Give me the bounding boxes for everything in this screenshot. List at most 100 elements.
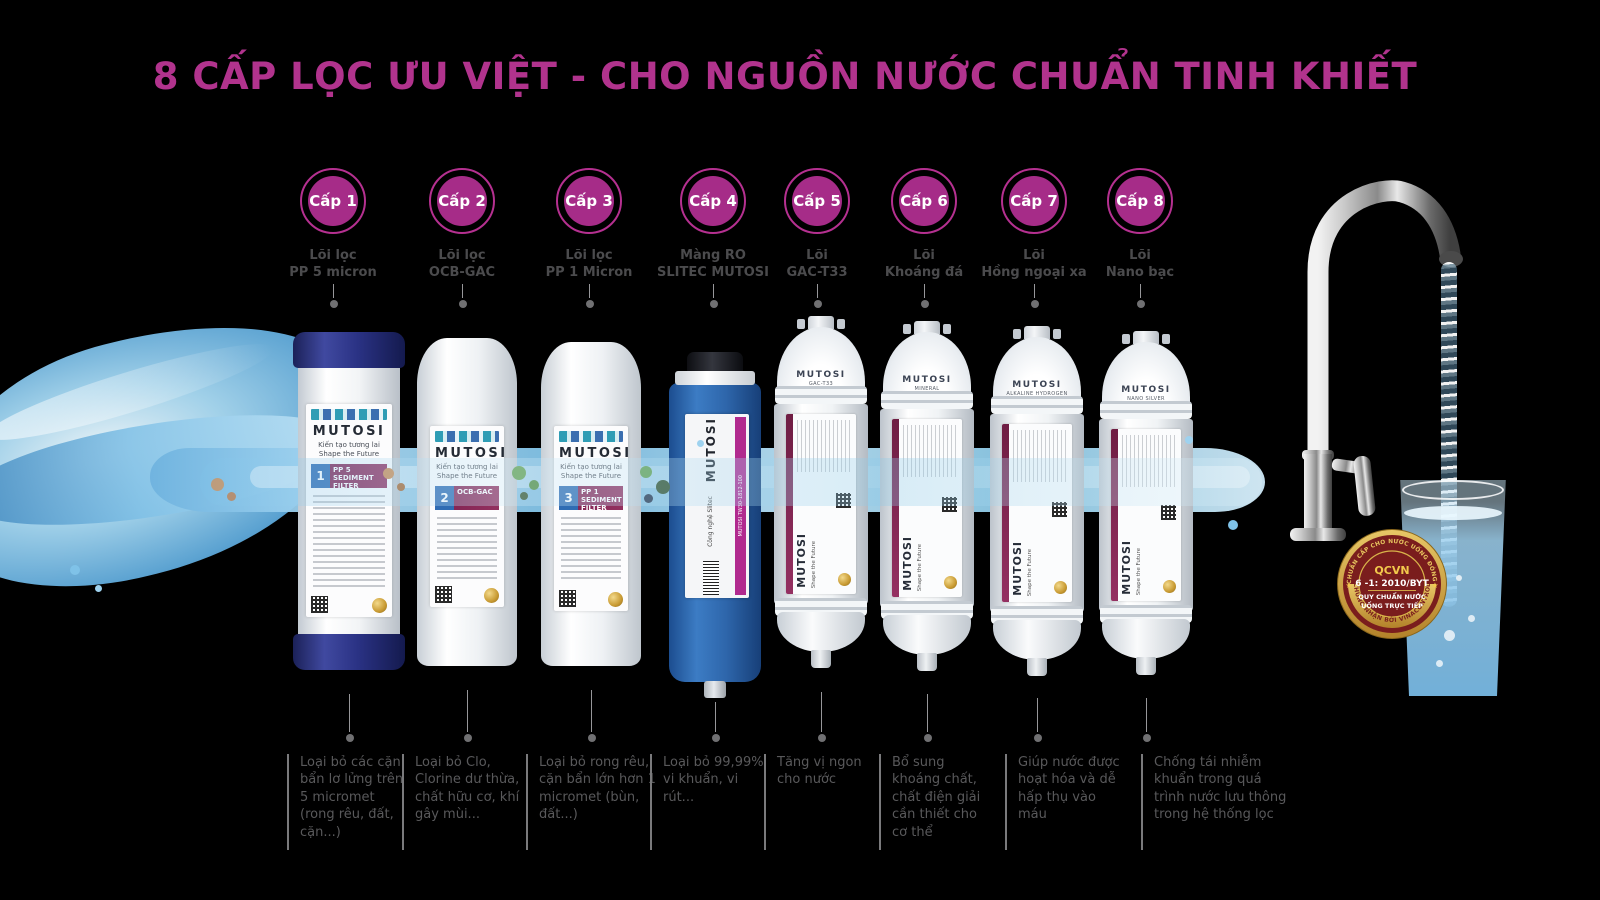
filter-inline-stage7: MUTOSI ALKALINE HYDROGEN MUTOSI Shape th…	[990, 326, 1084, 676]
stage-badge-label: Cấp 5	[792, 176, 842, 226]
seal-standard-number: 6 -1: 2010/BYT	[1355, 579, 1429, 589]
qr-code-icon	[1051, 502, 1067, 518]
stage-badge: Cấp 2	[429, 168, 495, 234]
label-maroon-stripe	[1002, 424, 1010, 602]
stage-label-line2: SLITEC MUTOSI	[657, 264, 769, 280]
gold-seal-icon	[484, 588, 499, 603]
ro-label-main: MUTOSI Công nghệ Slitec	[688, 417, 733, 595]
brand-name: MUTOSI	[795, 533, 809, 588]
label-footer	[311, 593, 387, 613]
water-droplet	[1185, 436, 1193, 444]
brand-name: MUTOSI	[559, 446, 628, 461]
cartridge-top-cap	[293, 332, 405, 368]
brand-name: MUTOSI	[1121, 385, 1171, 395]
inline-body: MUTOSI Shape the Future	[1099, 419, 1193, 611]
connector	[817, 692, 826, 742]
stage-description-4: Loại bỏ 99,99% vi khuẩn, vi rút...	[650, 754, 773, 850]
label-fineprint	[797, 420, 850, 472]
inline-ribs	[1100, 401, 1192, 419]
gold-seal-icon	[372, 598, 387, 613]
stage-description-1: Loại bỏ các cặn bẩn lơ lửng trên 5 micro…	[287, 754, 412, 850]
label-maroon-stripe	[892, 419, 900, 597]
inline-ribs	[775, 598, 867, 616]
label-fineprint	[1122, 435, 1175, 487]
inline-top-fitting	[1013, 326, 1061, 339]
inline-label: MUTOSI Shape the Future	[786, 414, 856, 594]
page-title: 8 CẤP LỌC ƯU VIỆT - CHO NGUỒN NƯỚC CHUẨN…	[152, 55, 1418, 98]
stage-badge-label: Cấp 3	[564, 176, 614, 226]
brand-tagline-vi: Kiến tạo tương lai	[318, 441, 380, 449]
stage-label-line2: Hồng ngoại xa	[981, 264, 1087, 280]
seal-star-right: ★	[1431, 581, 1438, 590]
inline-label: MUTOSI Shape the Future	[892, 419, 962, 597]
particle	[512, 466, 526, 480]
stage-description-8: Chống tái nhiễm khuẩn trong quá trình nư…	[1141, 754, 1289, 850]
particle	[227, 492, 236, 501]
stage-label-line1: Lõi	[806, 248, 828, 263]
stage-description-5: Tăng vị ngon cho nước	[764, 754, 885, 850]
stage-header-5: Cấp 5 Lõi GAC-T33	[752, 168, 882, 282]
cartridge-label: MUTOSI Kiến tạo tương lai Shape the Futu…	[430, 426, 504, 607]
faucet	[1290, 180, 1463, 541]
gold-seal-icon	[943, 576, 957, 589]
brand-name: MUTOSI	[312, 424, 386, 439]
particle	[397, 483, 405, 491]
stage-badge-label: Cấp 6	[899, 176, 949, 226]
connector	[709, 284, 718, 308]
filter-cartridge-stage1: MUTOSI Kiến tạo tương lai Shape the Futu…	[293, 332, 405, 670]
stage-number: 3	[559, 485, 578, 510]
filter-type-name: PP 1 SEDIMENT FILTER	[581, 487, 622, 512]
seal-center	[1358, 550, 1426, 618]
ro-label: MUTOSI Công nghệ Slitec MUTOSI TW30-1812…	[685, 414, 749, 598]
stage-badge-label: Cấp 2	[437, 176, 487, 226]
stage-badge: Cấp 7	[1001, 168, 1067, 234]
stage-header-4: Cấp 4 Màng RO SLITEC MUTOSI	[648, 168, 778, 282]
certification-seal: QUY CHUẨN CẤP CHO NƯỚC UỐNG ĐÓNG CHAI CH…	[1336, 528, 1447, 639]
label-footer	[559, 587, 623, 607]
particle	[640, 466, 652, 478]
label-deco-band	[559, 431, 623, 442]
inline-ribs	[991, 606, 1083, 624]
stage-badge: Cấp 3	[556, 168, 622, 234]
water-droplet	[697, 440, 704, 447]
inline-ribs	[775, 386, 867, 404]
label-fineprint	[313, 494, 385, 589]
inline-bottom-fitting	[1027, 658, 1047, 676]
brand-tagline: Shape the Future	[917, 543, 924, 591]
faucet-gooseneck	[1307, 180, 1461, 473]
stage-label: Lõi Nano bạc	[1075, 248, 1205, 282]
label-fineprint	[561, 516, 621, 583]
filter-type-name: MINERAL	[914, 386, 940, 392]
connector	[463, 690, 472, 742]
filter-cartridge-stage3: MUTOSI Kiến tạo tương lai Shape the Futu…	[541, 342, 641, 666]
stage-badge: Cấp 4	[680, 168, 746, 234]
seal-bottom-band	[1348, 584, 1436, 628]
qr-code-icon	[435, 586, 452, 603]
brand-name: MUTOSI	[435, 446, 504, 461]
label-fineprint	[1013, 430, 1066, 482]
inline-ribs	[881, 601, 973, 619]
filter-type-name: PP 5 SEDIMENT FILTER	[333, 465, 374, 490]
stage-header-2: Cấp 2 Lõi lọc OCB-GAC	[397, 168, 527, 282]
brand-name: MUTOSI	[1012, 380, 1062, 390]
cartridge-bottom-cap	[293, 634, 405, 670]
stage-label: Lõi lọc PP 5 micron	[268, 248, 398, 282]
stage-header-3: Cấp 3 Lõi lọc PP 1 Micron	[524, 168, 654, 282]
brand-name: MUTOSI	[1011, 541, 1025, 596]
filter-type-name: ALKALINE HYDROGEN	[1006, 391, 1068, 397]
stage-badge: Cấp 5	[784, 168, 850, 234]
qr-code-icon	[559, 590, 576, 607]
stage-header-6: Cấp 6 Lõi Khoáng đá	[859, 168, 989, 282]
faucet-flange	[1290, 528, 1346, 541]
connector	[345, 694, 354, 742]
stage-label: Lõi Khoáng đá	[859, 248, 989, 282]
connector	[923, 694, 932, 742]
filter-ro-membrane-stage4: MUTOSI Công nghệ Slitec MUTOSI TW30-1812…	[669, 352, 761, 698]
qr-code-icon	[941, 497, 957, 513]
stage-label-line2: PP 1 Micron	[545, 264, 633, 280]
stage-badge: Cấp 1	[300, 168, 366, 234]
glass-rim	[1402, 480, 1504, 500]
connector	[1030, 284, 1039, 308]
qr-code-icon	[835, 493, 851, 509]
stage-label: Lõi lọc PP 1 Micron	[524, 248, 654, 282]
